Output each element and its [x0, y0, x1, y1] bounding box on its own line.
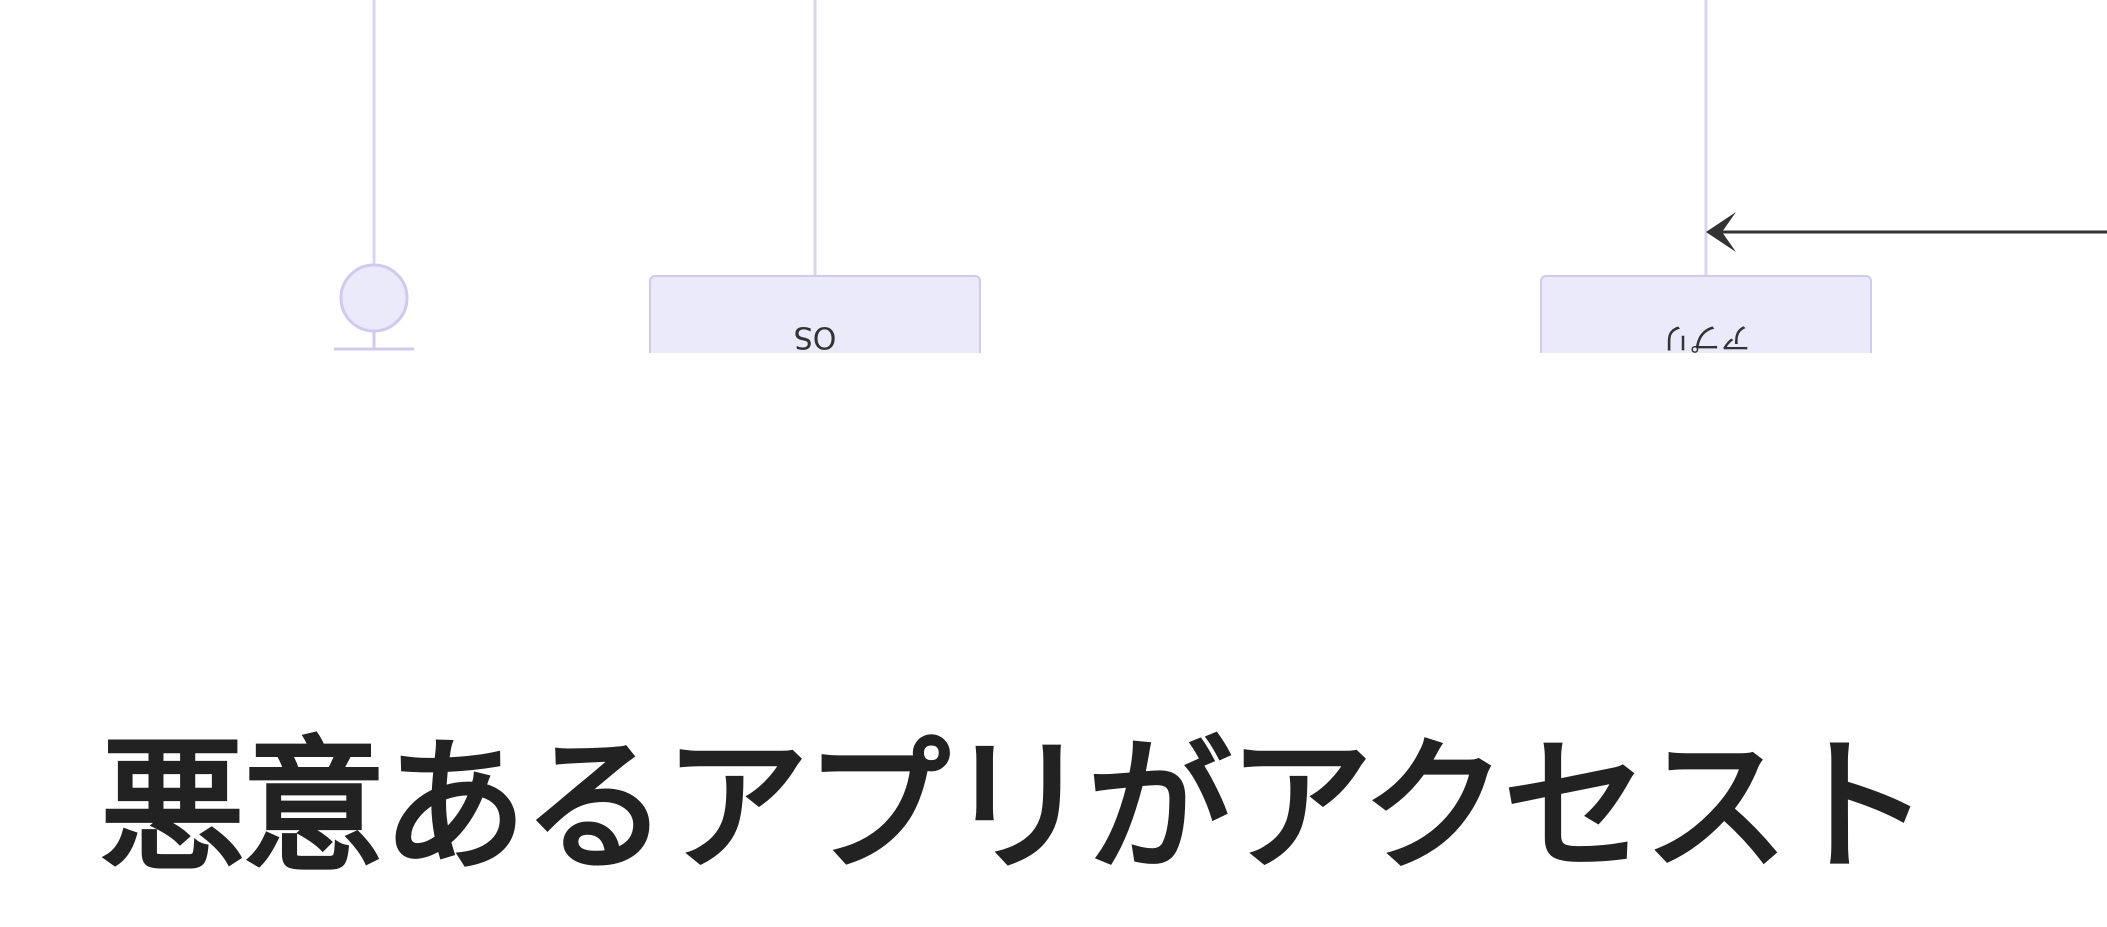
sequence-diagram: OS アプリ [0, 0, 2107, 360]
participant-os-label: OS [794, 320, 837, 355]
participant-app-label: アプリ [1661, 320, 1751, 355]
actor-icon [334, 263, 414, 351]
message-arrow [1706, 212, 2107, 252]
page-caption: 悪意あるアプリがアクセスト [100, 723, 1930, 892]
arrowhead-icon [1706, 212, 1736, 252]
participant-app: アプリ [1540, 275, 1872, 360]
participant-os: OS [649, 275, 981, 360]
